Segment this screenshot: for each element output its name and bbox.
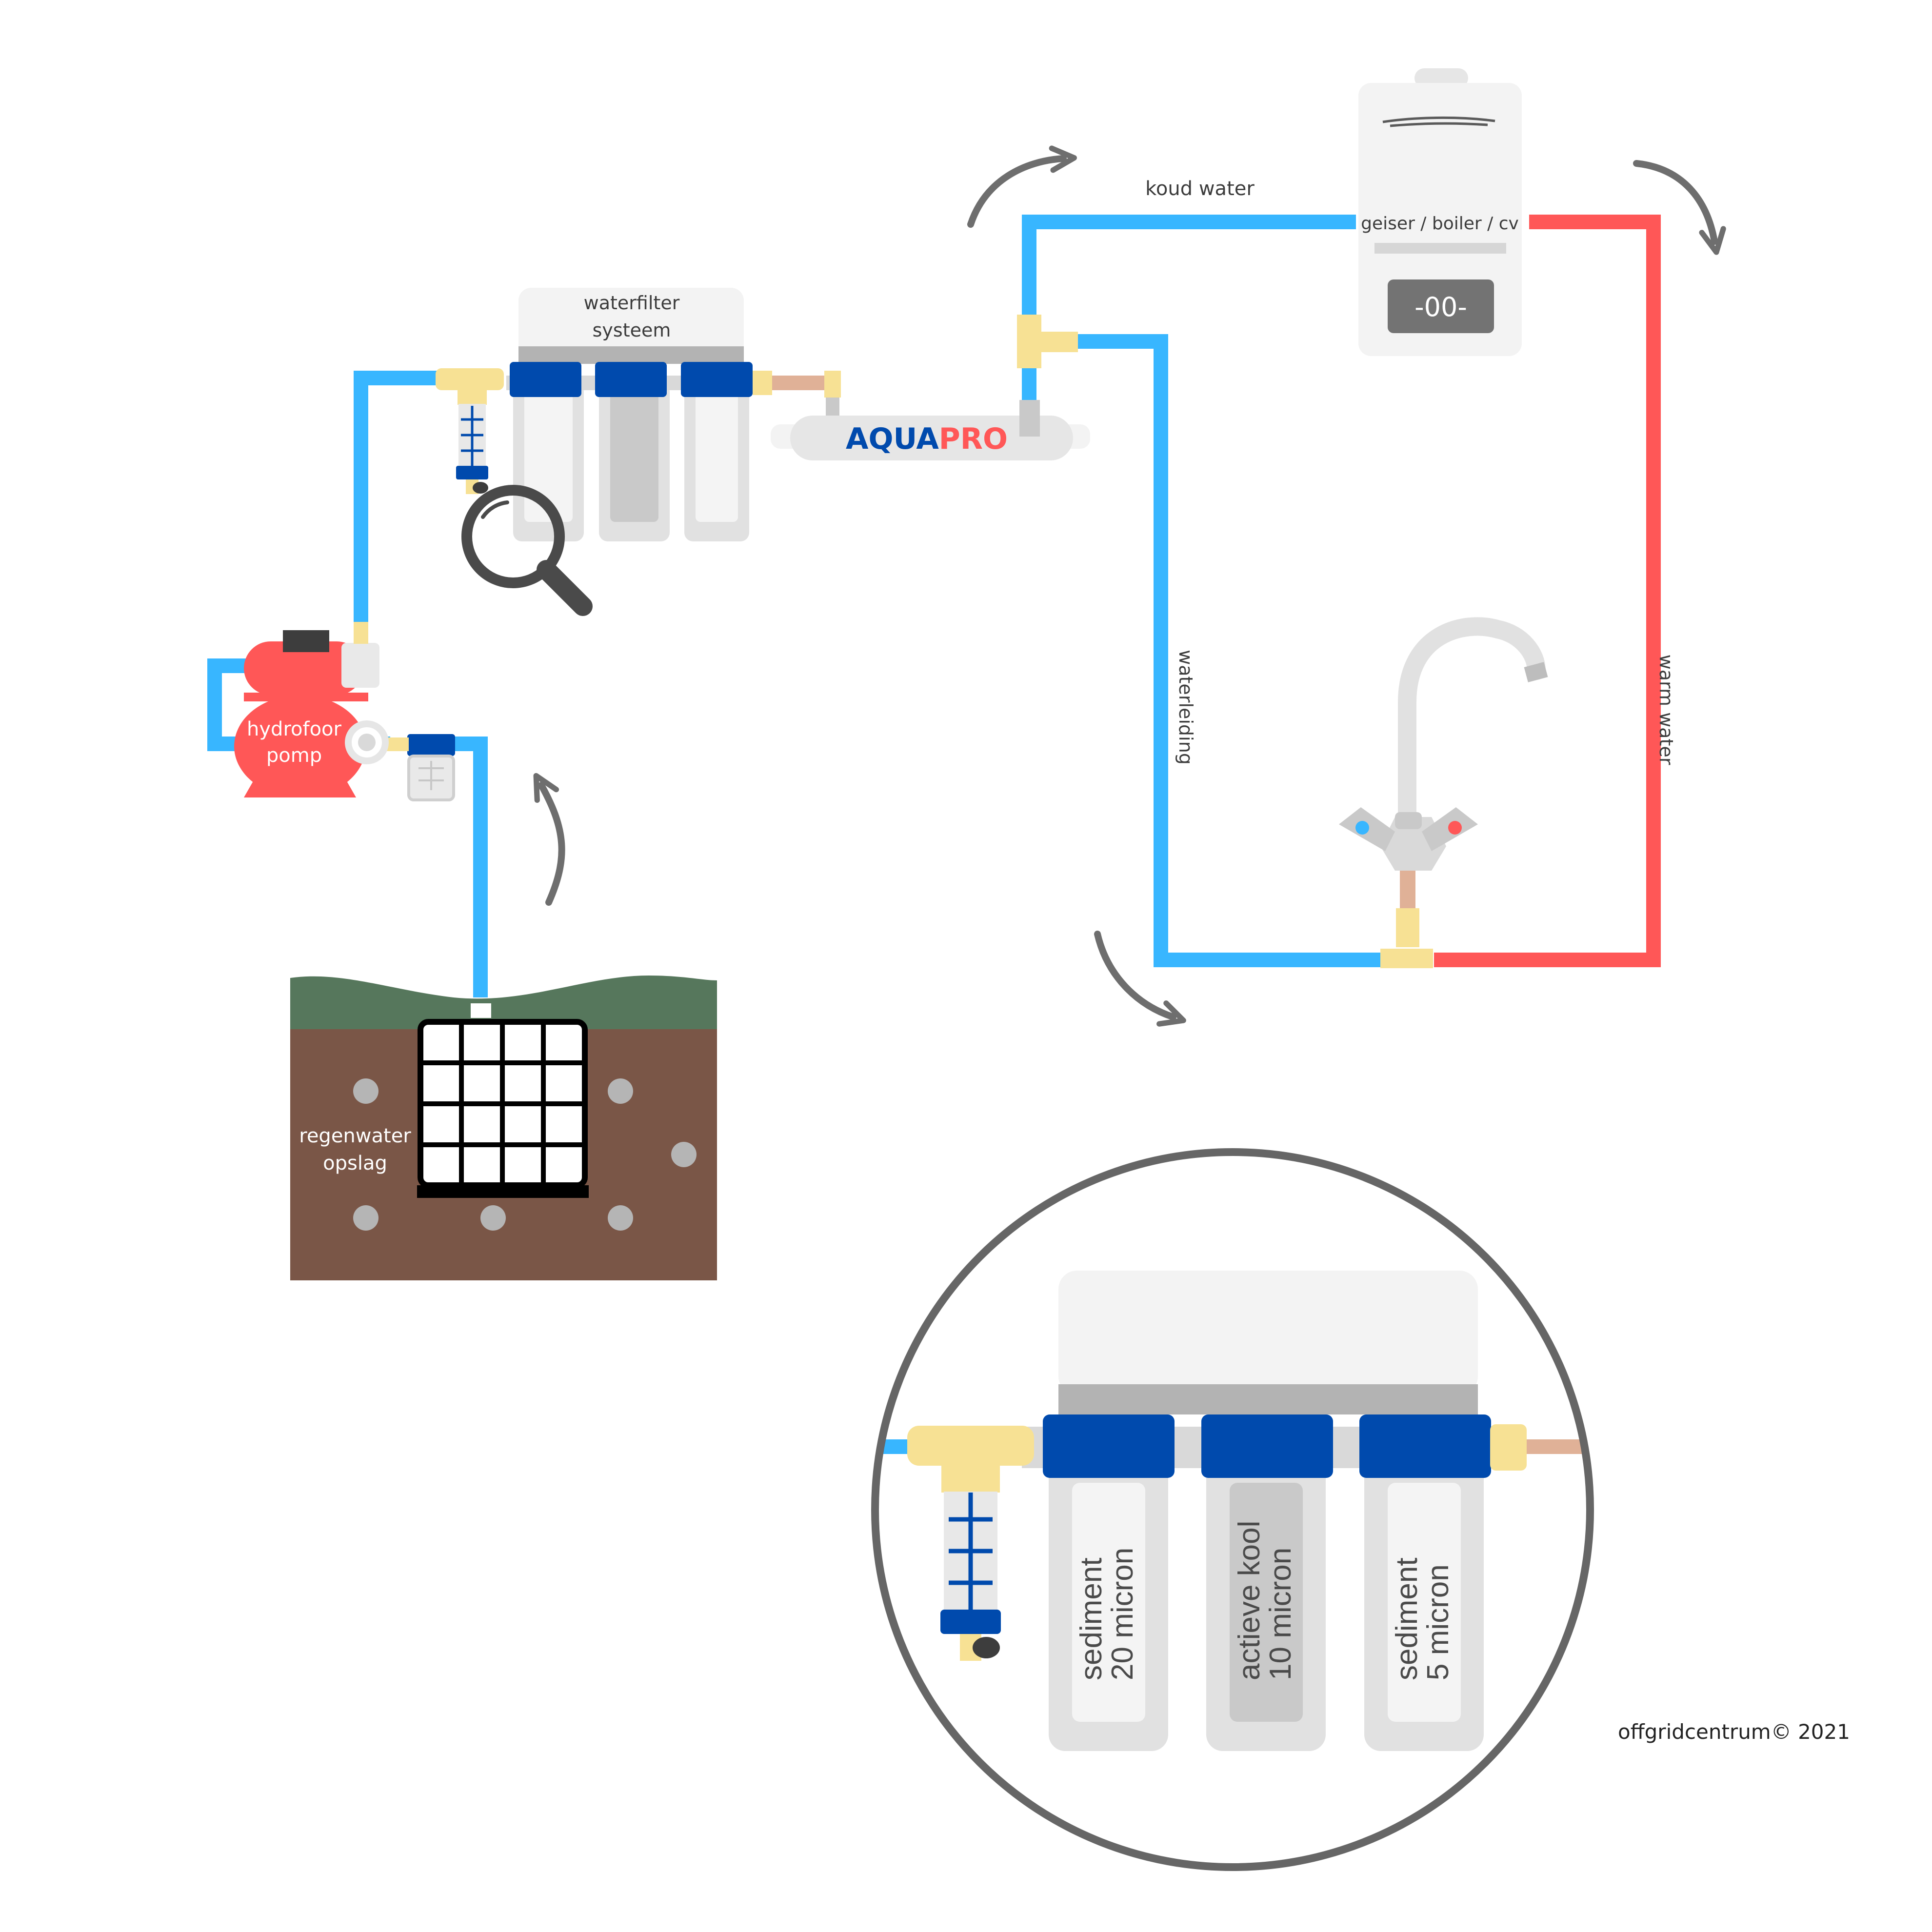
pipe-cold-to-boiler <box>1022 215 1356 322</box>
cold-knob-icon <box>1355 821 1369 835</box>
flow-arrow-to-tap <box>1094 931 1186 1027</box>
hot-knob-icon <box>1448 821 1462 835</box>
pump-label-line2: pomp <box>266 744 322 767</box>
cold-water-pipes <box>207 215 1385 997</box>
filter-cap-3 <box>681 362 753 397</box>
cartridge-1-line1: sediment <box>1075 1557 1108 1680</box>
cartridge-2-line2: 10 micron <box>1264 1548 1297 1680</box>
storage-label-line1: regenwater <box>299 1125 411 1147</box>
stone <box>353 1205 378 1231</box>
detail-cap-2 <box>1201 1414 1333 1478</box>
tee-junction <box>1017 315 1078 368</box>
filter-housings <box>513 383 749 541</box>
spindown-filter <box>436 368 504 494</box>
uv-brand: AQUAPRO <box>846 422 1008 456</box>
pipe-warm-water <box>1434 215 1661 967</box>
flow-arrows <box>533 145 1726 1027</box>
filter-cap-1 <box>510 362 581 397</box>
filter-system-label-line1: waterfilter <box>584 292 680 314</box>
waterfilter-system: waterfilter systeem <box>436 288 841 616</box>
detail-spindown-filter <box>907 1426 1034 1661</box>
stone <box>353 1078 378 1104</box>
storage-label-line2: opslag <box>323 1152 387 1175</box>
pipe-waterleiding <box>1073 334 1385 967</box>
grass <box>290 976 717 1029</box>
stone <box>608 1205 633 1231</box>
cartridge-3-line2: 5 micron <box>1421 1564 1455 1680</box>
detail-circle-border <box>871 1148 1594 1871</box>
pipe-pump-to-filter <box>354 371 439 629</box>
boiler-display <box>1388 279 1494 333</box>
stone <box>671 1142 697 1167</box>
kitchen-tap <box>1339 617 1548 968</box>
filter-system-label-line2: systeem <box>593 319 671 341</box>
rainwater-storage: regenwater opslag <box>290 976 717 1280</box>
cartridge-3-line1: sediment <box>1390 1557 1424 1680</box>
uv-outlet <box>1019 400 1040 437</box>
cartridge-1-line2: 20 micron <box>1106 1548 1139 1680</box>
flow-arrow-to-boiler <box>967 145 1077 228</box>
cold-water-label: koud water <box>1145 178 1255 200</box>
boiler: -00- geiser / boiler / cv <box>1358 68 1522 356</box>
stone <box>608 1078 633 1104</box>
stones <box>353 1078 697 1231</box>
pump-prefilter <box>385 734 455 801</box>
detail-cap-3 <box>1359 1414 1491 1478</box>
filter-cap-2 <box>595 362 667 397</box>
copyright: offgridcentrum© 2021 <box>1618 1720 1850 1744</box>
tank-outlet <box>471 1003 491 1018</box>
stone <box>480 1205 506 1231</box>
boiler-display-text: -00- <box>1414 292 1467 322</box>
cartridge-2-line1: actieve kool <box>1233 1521 1266 1680</box>
filter-detail-zoom: sediment 20 micron actieve kool 10 micro… <box>875 1271 1590 1751</box>
boiler-label: geiser / boiler / cv <box>1361 214 1519 234</box>
hot-water-pipe <box>1434 215 1661 967</box>
detail-cap-1 <box>1043 1414 1175 1478</box>
flow-arrow-up <box>533 773 565 906</box>
pipe-pump-loop <box>207 658 249 751</box>
magnifier-icon <box>461 485 593 616</box>
uv-brand-pro: PRO <box>939 422 1008 456</box>
waterleiding-label: waterleiding <box>1175 650 1196 765</box>
hydrofoor-pump: hydrofoor pomp <box>234 622 455 801</box>
pump-label-line1: hydrofoor <box>247 718 341 740</box>
uv-unit: AQUAPRO <box>771 400 1090 460</box>
ibc-tank <box>417 1003 589 1198</box>
uv-brand-aqua: AQUA <box>846 422 939 456</box>
flow-arrow-from-boiler <box>1633 160 1726 255</box>
warm-water-label: warm water <box>1655 655 1677 765</box>
